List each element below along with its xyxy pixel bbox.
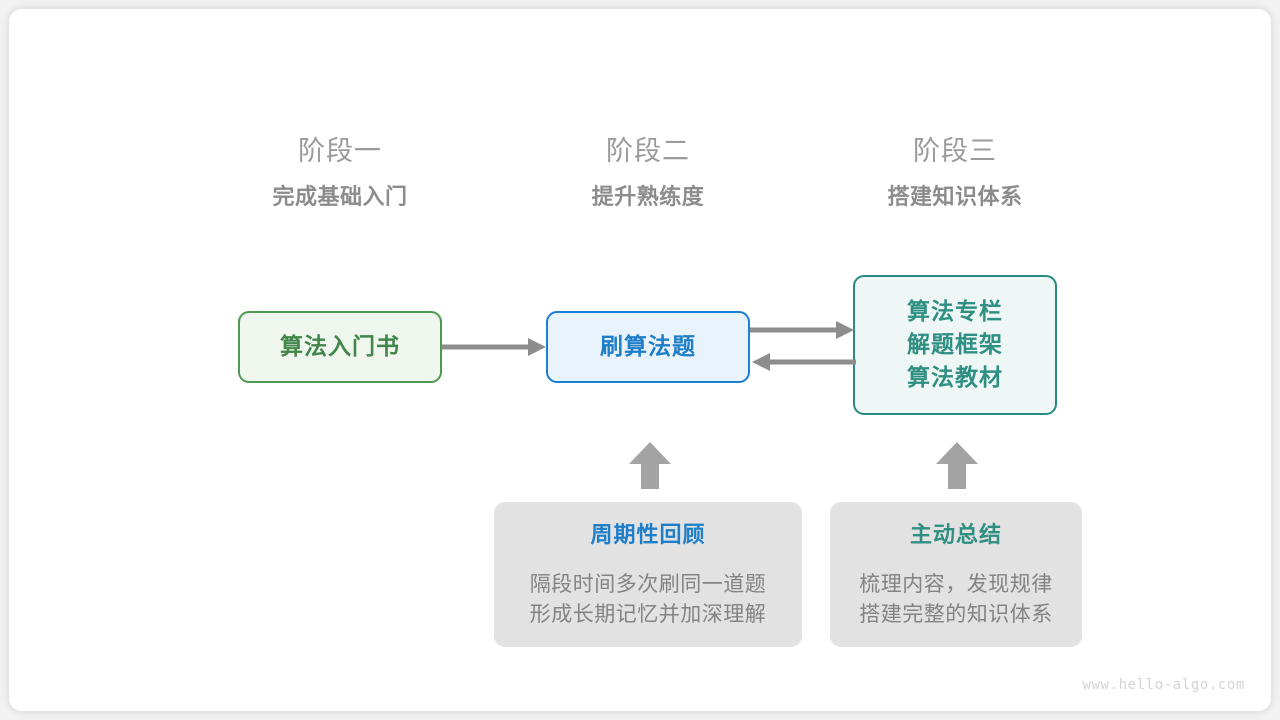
stage-header-3: 阶段三 搭建知识体系 — [835, 135, 1075, 213]
flow-box-practice-problems[interactable]: 刷算法题 — [546, 311, 750, 383]
arrow-review-up — [629, 442, 671, 489]
flow-box-resources-line-2: 解题框架 — [907, 331, 1003, 358]
flow-box-intro-book[interactable]: 算法入门书 — [238, 311, 442, 383]
stage-header-2: 阶段二 提升熟练度 — [528, 135, 768, 213]
arrow-summary-up — [936, 442, 978, 489]
method-card-periodic-review-body-line-1: 隔段时间多次刷同一道题 — [529, 571, 767, 596]
flow-box-resources-line-1: 算法专栏 — [907, 298, 1003, 325]
stage-title-3: 搭建知识体系 — [887, 185, 1023, 210]
method-card-periodic-review[interactable]: 周期性回顾 隔段时间多次刷同一道题 形成长期记忆并加深理解 — [494, 502, 802, 647]
diagram-canvas: 阶段一 完成基础入门 阶段二 提升熟练度 阶段三 搭建知识体系 算法入门书 刷算… — [9, 9, 1271, 711]
method-card-periodic-review-body-line-2: 形成长期记忆并加深理解 — [529, 601, 767, 626]
stage-number-2: 阶段二 — [606, 136, 690, 167]
stage-header-1: 阶段一 完成基础入门 — [220, 135, 460, 213]
method-card-active-summary[interactable]: 主动总结 梳理内容，发现规律 搭建完整的知识体系 — [830, 502, 1082, 647]
method-card-periodic-review-title: 周期性回顾 — [590, 522, 706, 548]
stage-number-1: 阶段一 — [298, 136, 382, 167]
watermark-url: www.hello-algo.com — [1082, 677, 1245, 693]
flow-box-resources-line-3: 算法教材 — [907, 364, 1003, 391]
method-card-active-summary-title: 主动总结 — [909, 522, 1002, 548]
arrow-practice-to-resources — [750, 321, 854, 339]
method-card-active-summary-body-line-1: 梳理内容，发现规律 — [859, 571, 1053, 596]
arrow-book-to-practice — [442, 338, 546, 356]
flow-box-practice-problems-line-1: 刷算法题 — [600, 333, 696, 360]
arrow-resources-to-practice — [752, 353, 856, 371]
stage-title-2: 提升熟练度 — [591, 185, 705, 210]
stage-number-3: 阶段三 — [913, 136, 997, 167]
stage-title-1: 完成基础入门 — [272, 185, 408, 210]
flow-box-resources[interactable]: 算法专栏 解题框架 算法教材 — [853, 275, 1057, 415]
method-card-active-summary-body-line-2: 搭建完整的知识体系 — [859, 601, 1053, 626]
flow-box-intro-book-line-1: 算法入门书 — [280, 333, 400, 360]
